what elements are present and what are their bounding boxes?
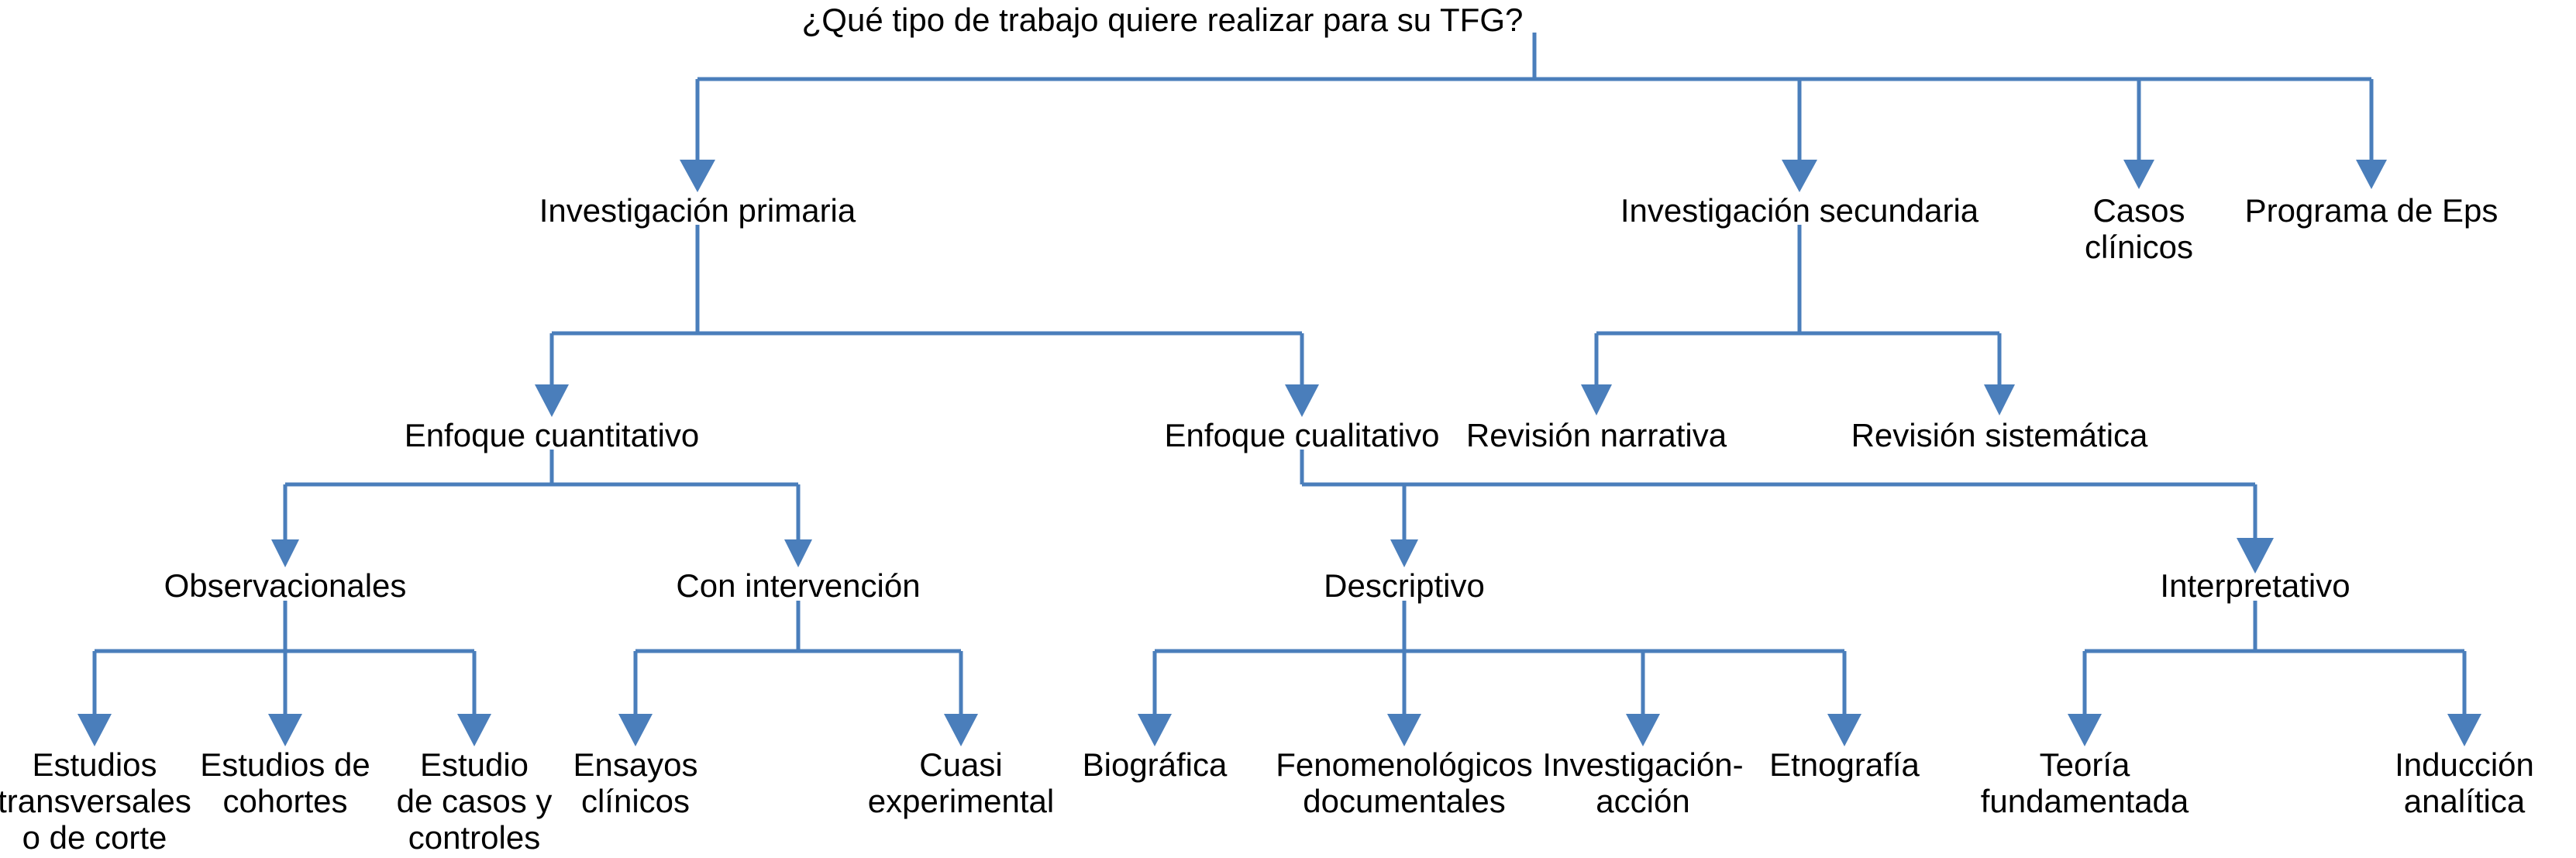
node-ensayos-clinicos: Ensayos clínicos	[573, 746, 698, 820]
arrowhead-teoria-fundamentada	[2068, 714, 2102, 746]
arrowhead-investigacion-accion	[1626, 714, 1660, 746]
node-teoria-fundamentada: Teoría fundamentada	[1980, 746, 2189, 820]
node-investigacion-accion: Investigación- acción	[1542, 746, 1744, 820]
arrowhead-enfoque-cualitativo	[1285, 384, 1319, 417]
arrowhead-biografica	[1138, 714, 1172, 746]
arrowhead-casos-clinicos	[2123, 160, 2154, 189]
arrowhead-induccion-analitica	[2447, 714, 2481, 746]
node-enfoque-cuantitativo: Enfoque cuantitativo	[404, 417, 700, 453]
arrowhead-con-intervencion	[784, 539, 812, 567]
node-root-question: ¿Qué tipo de trabajo quiere realizar par…	[801, 2, 1524, 38]
node-estudio-casos-controles: Estudio de casos y controles	[396, 746, 553, 856]
arrowhead-observacionales	[271, 539, 299, 567]
arrowhead-estudios-transversales	[77, 714, 112, 746]
arrowhead-ensayos-clinicos	[618, 714, 653, 746]
arrowhead-investigacion-primaria	[680, 160, 715, 192]
node-estudios-transversales: Estudios transversales o de corte	[0, 746, 191, 856]
arrowhead-cuasi-experimental	[944, 714, 978, 746]
node-investigacion-secundaria: Investigación secundaria	[1620, 192, 1979, 229]
node-interpretativo: Interpretativo	[2160, 567, 2350, 604]
node-revision-sistematica: Revisión sistemática	[1851, 417, 2148, 453]
node-fenomenologicos-documentales: Fenomenológicos documentales	[1276, 746, 1533, 820]
arrowheads	[77, 160, 2481, 746]
arrowhead-estudio-casos-controles	[457, 714, 491, 746]
node-observacionales: Observacionales	[164, 567, 407, 604]
node-investigacion-primaria: Investigación primaria	[539, 192, 856, 229]
node-enfoque-cualitativo: Enfoque cualitativo	[1164, 417, 1440, 453]
arrowhead-estudios-cohortes	[268, 714, 302, 746]
node-etnografia: Etnografía	[1769, 746, 1920, 783]
arrowhead-fenomenologicos	[1387, 714, 1421, 746]
node-programa-eps: Programa de Eps	[2244, 192, 2499, 229]
connector-lines	[92, 33, 2467, 717]
node-estudios-cohortes: Estudios de cohortes	[200, 746, 370, 820]
node-con-intervencion: Con intervención	[676, 567, 921, 604]
arrowhead-descriptivo	[1390, 539, 1418, 567]
node-casos-clinicos: Casos clínicos	[2084, 192, 2194, 266]
arrowhead-programa-eps	[2356, 160, 2387, 189]
node-biografica: Biográfica	[1082, 746, 1228, 783]
arrowhead-investigacion-secundaria	[1782, 160, 1817, 192]
arrowhead-revision-narrativa	[1581, 384, 1612, 415]
node-descriptivo: Descriptivo	[1324, 567, 1485, 604]
arrowhead-interpretativo	[2237, 538, 2274, 574]
node-revision-narrativa: Revisión narrativa	[1465, 417, 1727, 453]
node-induccion-analitica: Inducción analítica	[2395, 746, 2534, 820]
arrowhead-revision-sistematica	[1984, 384, 2015, 415]
arrowhead-enfoque-cuantitativo	[535, 384, 569, 417]
node-cuasi-experimental: Cuasi experimental	[867, 746, 1055, 820]
arrowhead-etnografia	[1827, 714, 1861, 746]
